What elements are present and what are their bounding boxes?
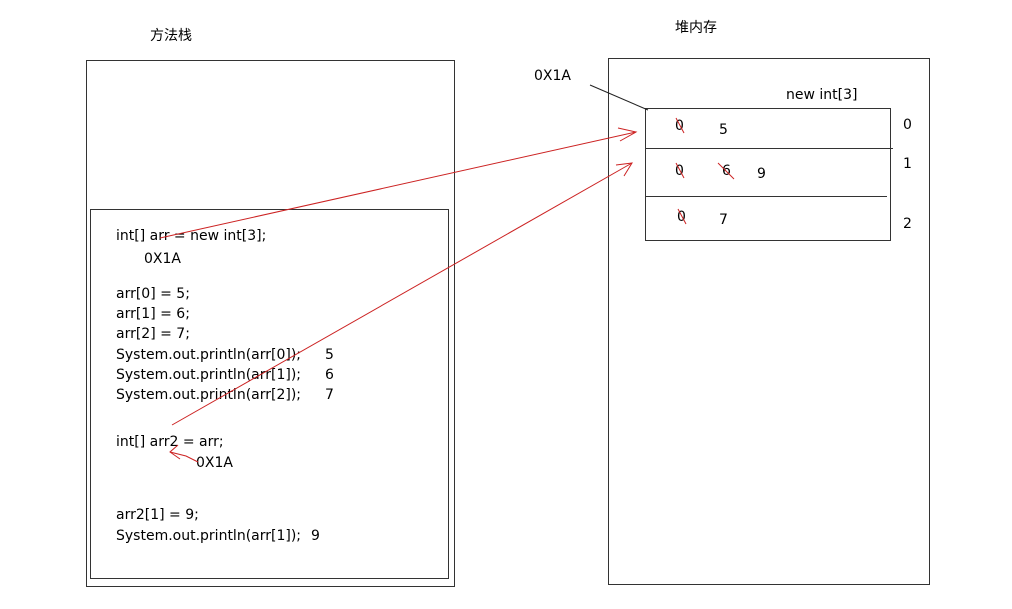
- code-line-assign-arr2: arr2[1] = 9;: [116, 507, 199, 523]
- index-2-label: 2: [903, 216, 912, 232]
- index-1-label: 1: [903, 156, 912, 172]
- heap-address-label: 0X1A: [534, 68, 571, 84]
- output-print-1: 6: [325, 367, 334, 383]
- array-block: [645, 108, 891, 241]
- output-print-2: 7: [325, 387, 334, 403]
- cell-0-value: 5: [719, 122, 728, 138]
- array-cell-divider-1: [645, 148, 893, 149]
- code-line-print-0: System.out.println(arr[0]);: [116, 347, 302, 363]
- code-line-assign-2: arr[2] = 7;: [116, 326, 190, 342]
- stack-title: 方法栈: [150, 28, 192, 44]
- cell-1-old-value: 0: [675, 163, 684, 179]
- code-line-declare-arr: int[] arr = new int[3];: [116, 228, 267, 244]
- cell-2-value: 7: [719, 212, 728, 228]
- index-0-label: 0: [903, 117, 912, 133]
- code-line-print-1: System.out.println(arr[1]);: [116, 367, 302, 383]
- code-line-assign-0: arr[0] = 5;: [116, 286, 190, 302]
- output-print-final: 9: [311, 528, 320, 544]
- arr2-address-label: 0X1A: [196, 455, 233, 471]
- heap-title: 堆内存: [675, 20, 717, 36]
- output-print-0: 5: [325, 347, 334, 363]
- code-line-assign-1: arr[1] = 6;: [116, 306, 190, 322]
- code-line-print-final: System.out.println(arr[1]);: [116, 528, 302, 544]
- cell-0-old-value: 0: [675, 118, 684, 134]
- array-cell-divider-2: [645, 196, 887, 197]
- cell-1-new-value: 9: [757, 166, 766, 182]
- arr-address-label: 0X1A: [144, 251, 181, 267]
- code-line-declare-arr2: int[] arr2 = arr;: [116, 434, 224, 450]
- array-label: new int[3]: [786, 87, 858, 103]
- code-line-print-2: System.out.println(arr[2]);: [116, 387, 302, 403]
- cell-1-value: 6: [722, 163, 731, 179]
- cell-2-old-value: 0: [677, 209, 686, 225]
